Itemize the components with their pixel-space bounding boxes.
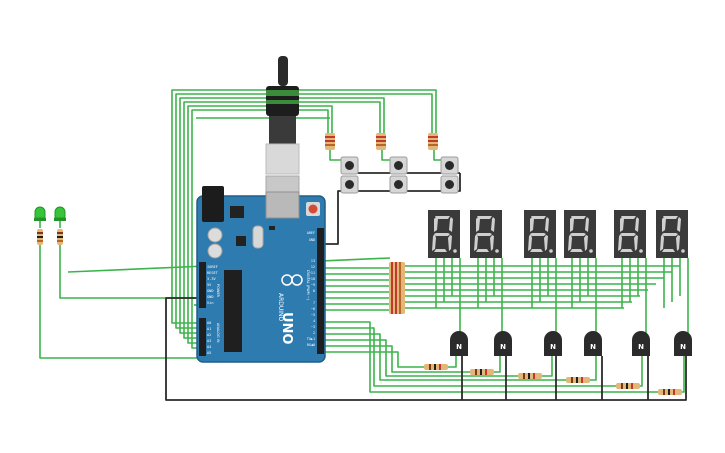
transistor-label: N <box>550 343 556 351</box>
transistors: N N N N N N <box>450 331 692 356</box>
analog-pin-labels: A0 A1 A2 A3 A4 A5 <box>207 321 211 355</box>
reset-button[interactable] <box>308 204 318 214</box>
seven-segment-display-2[interactable] <box>470 210 502 258</box>
digital-pin-label: 8 <box>313 289 315 293</box>
seven-segment-display-1[interactable] <box>428 210 460 258</box>
arduino-board[interactable]: ARDUINO UNO DIGITAL (PWM ~) POWER ANALOG… <box>196 186 326 363</box>
analog-pin-label: A1 <box>207 327 211 331</box>
resistor-base-6[interactable] <box>658 389 682 395</box>
analog-pin-label: A4 <box>207 345 211 349</box>
analog-header <box>199 318 206 356</box>
seven-segment-display-4[interactable] <box>564 210 596 258</box>
digital-pin-labels: AREF GND 13 12 ~11 ~10 ~9 8 7 ~6 ~5 4 ~3… <box>307 231 315 347</box>
resistor-bank[interactable] <box>389 262 405 314</box>
board-brand: ARDUINO <box>277 293 284 322</box>
atmega-chip <box>224 270 242 352</box>
digital-pin-label: 2 <box>313 331 315 335</box>
power-pin-label: GND <box>207 289 214 293</box>
transistor-label: N <box>638 343 644 351</box>
resistor-base-5[interactable] <box>616 383 640 389</box>
npn-transistor-5[interactable]: N <box>632 331 650 356</box>
npn-transistor-4[interactable]: N <box>584 331 602 356</box>
digital-header-label: DIGITAL (PWM ~) <box>306 270 310 301</box>
power-header <box>199 262 206 308</box>
pushbutton-1-top[interactable] <box>340 156 359 175</box>
seven-segment-display-5[interactable] <box>614 210 646 258</box>
resistor-button-3[interactable] <box>428 133 438 150</box>
transistor-label: N <box>456 343 462 351</box>
analog-header-label: ANALOG IN <box>216 323 220 343</box>
power-pin-label: 5V <box>207 283 212 287</box>
power-pin-labels: IOREF RESET 3.3V 5V GND GND Vin <box>207 265 219 305</box>
ground-wires <box>165 172 687 401</box>
power-pin-label: IOREF <box>207 265 218 269</box>
arduino-logo-icon <box>281 274 303 286</box>
digital-header <box>317 228 324 354</box>
green-wires <box>39 89 689 393</box>
digital-pin-label: TX▶1 <box>307 337 315 341</box>
led-left[interactable] <box>34 206 46 221</box>
digital-pin-label: ~5 <box>311 313 315 317</box>
digital-pin-label: ~10 <box>309 277 315 281</box>
analog-pin-label: A0 <box>207 321 211 325</box>
pushbutton-2-bottom[interactable] <box>389 175 408 194</box>
resistor-base-2[interactable] <box>470 369 494 375</box>
power-pin-label: Vin <box>207 301 214 305</box>
resistor-led-1[interactable] <box>37 229 43 245</box>
digital-pin-label: AREF <box>307 231 315 235</box>
power-pin-label: RESET <box>207 271 219 275</box>
npn-transistor-2[interactable]: N <box>494 331 512 356</box>
seven-segment-display-3[interactable] <box>524 210 556 258</box>
npn-transistor-6[interactable]: N <box>674 331 692 356</box>
digital-pin-label: 7 <box>313 301 315 305</box>
npn-transistor-1[interactable]: N <box>450 331 468 356</box>
digital-pin-label: 4 <box>313 319 315 323</box>
npn-transistor-3[interactable]: N <box>544 331 562 356</box>
usb-port <box>265 191 300 219</box>
power-jack <box>202 186 224 222</box>
resistor-button-1[interactable] <box>325 133 335 150</box>
transistor-label: N <box>500 343 506 351</box>
resistor-base-4[interactable] <box>566 377 590 383</box>
pushbutton-3-top[interactable] <box>440 156 459 175</box>
resistors <box>37 133 682 395</box>
analog-pin-label: A2 <box>207 333 211 337</box>
digital-pin-label: RX◀0 <box>307 343 315 347</box>
pushbutton-1-bottom[interactable] <box>340 175 359 194</box>
resistor-base-3[interactable] <box>518 373 542 379</box>
power-pin-label: GND <box>207 295 214 299</box>
digital-pin-label: ~9 <box>311 283 315 287</box>
pushbuttons <box>340 156 459 194</box>
led-right[interactable] <box>54 206 66 221</box>
digital-pin-label: GND <box>309 238 315 242</box>
transistor-label: N <box>680 343 686 351</box>
resistor-base-1[interactable] <box>424 364 448 370</box>
analog-pin-label: A5 <box>207 351 211 355</box>
digital-pin-label: ~11 <box>309 271 315 275</box>
pushbutton-3-bottom[interactable] <box>440 175 459 194</box>
power-pin-label: 3.3V <box>207 277 216 281</box>
transistor-label: N <box>590 343 596 351</box>
resistor-button-2[interactable] <box>376 133 386 150</box>
digital-pin-label: 12 <box>311 265 315 269</box>
digital-pin-label: 13 <box>311 259 315 263</box>
digital-pin-label: ~6 <box>311 307 315 311</box>
digital-pin-label: ~3 <box>311 325 315 329</box>
power-header-label: POWER <box>216 284 220 298</box>
seven-segment-displays <box>428 210 688 258</box>
seven-segment-display-6[interactable] <box>656 210 688 258</box>
pushbutton-2-top[interactable] <box>389 156 408 175</box>
resistor-led-2[interactable] <box>57 229 63 245</box>
board-model: UNO <box>279 312 294 345</box>
analog-pin-label: A3 <box>207 339 211 343</box>
